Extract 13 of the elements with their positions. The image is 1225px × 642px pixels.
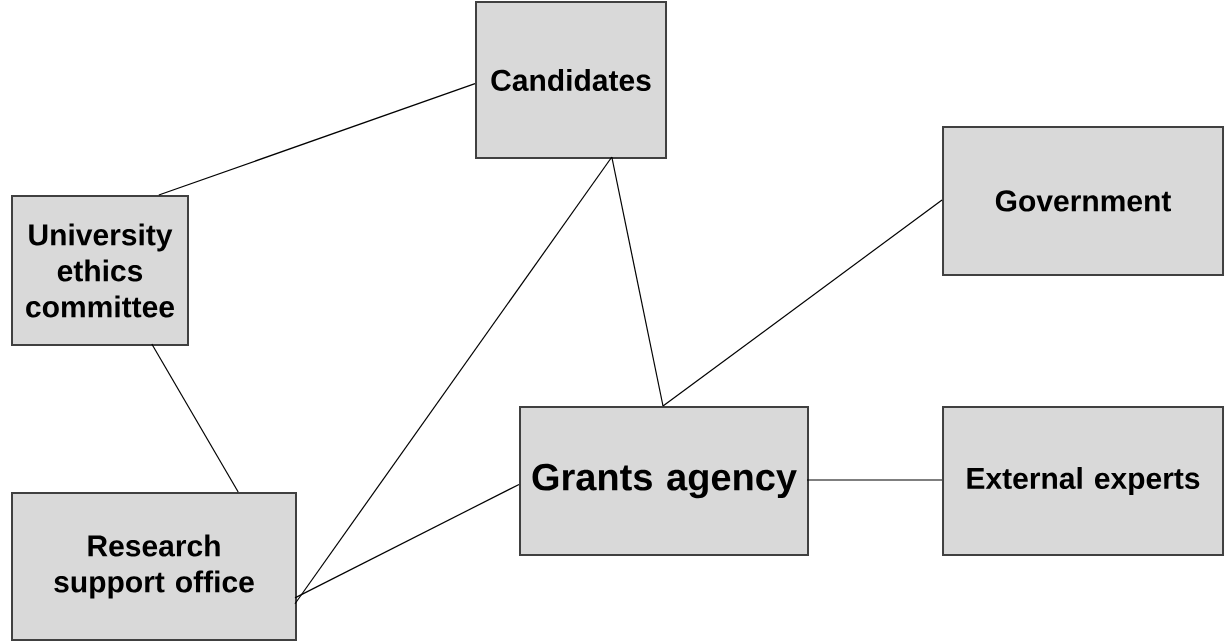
entity-box: University ethics committee xyxy=(11,195,189,346)
connector-line xyxy=(294,483,520,599)
entity-box: Government xyxy=(942,126,1224,276)
connector-line xyxy=(158,83,476,196)
connector-line xyxy=(662,199,943,407)
entity-box: Grants agency xyxy=(519,406,809,556)
connector-line xyxy=(611,156,664,407)
connector-line xyxy=(151,343,239,493)
connector-line xyxy=(294,156,613,605)
entity-box: Research support office xyxy=(11,492,297,641)
entity-box: External experts xyxy=(942,406,1224,556)
connector-line xyxy=(806,479,943,481)
entity-box: Candidates xyxy=(475,1,667,159)
